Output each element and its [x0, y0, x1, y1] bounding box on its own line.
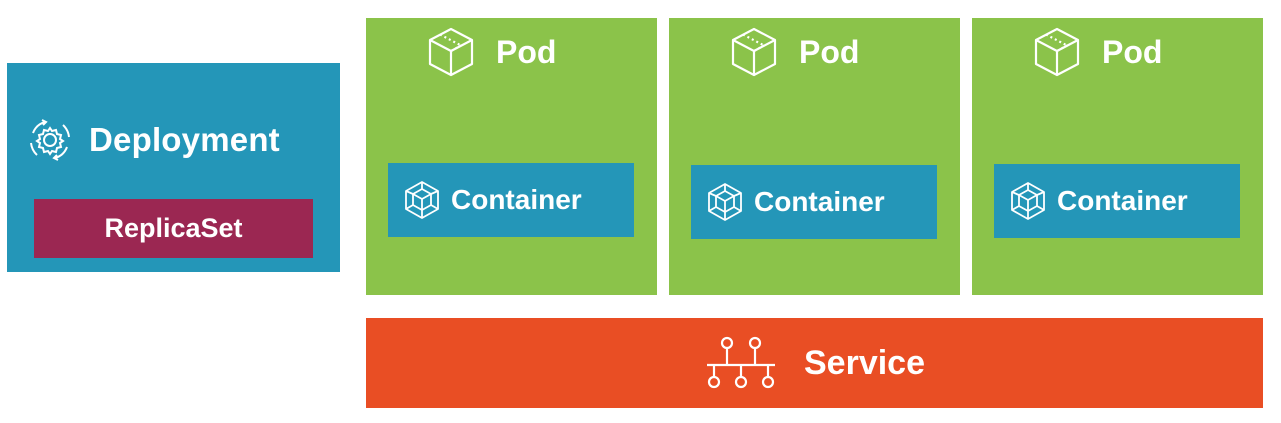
container-cube-icon [1009, 181, 1047, 221]
replicaset-label: ReplicaSet [104, 213, 243, 243]
container-label: Container [754, 186, 885, 217]
container-box: Container [994, 164, 1240, 238]
pod-label: Pod [799, 33, 860, 70]
container-box: Container [388, 163, 634, 237]
container-cube-icon [706, 182, 744, 222]
pod-header: Pod [1032, 26, 1162, 78]
cube-icon [729, 26, 779, 78]
container-label: Container [451, 184, 582, 215]
pod-box-2: Pod Container [669, 18, 960, 295]
deployment-gear-icon [25, 115, 75, 165]
deployment-label: Deployment [89, 121, 280, 158]
network-icon [704, 335, 778, 391]
pod-label: Pod [1102, 33, 1163, 70]
cube-icon [426, 26, 476, 78]
pod-header: Pod [729, 26, 859, 78]
pod-header: Pod [426, 26, 556, 78]
container-box: Container [691, 165, 937, 239]
replicaset-box: ReplicaSet [34, 199, 313, 258]
deployment-header: Deployment [25, 115, 280, 165]
deployment-box: Deployment ReplicaSet [7, 63, 340, 272]
service-label: Service [804, 343, 925, 382]
pod-label: Pod [496, 33, 557, 70]
pod-box-3: Pod Container [972, 18, 1263, 295]
cube-icon [1032, 26, 1082, 78]
container-cube-icon [403, 180, 441, 220]
pod-box-1: Pod Container [366, 18, 657, 295]
service-box: Service [366, 318, 1263, 408]
container-label: Container [1057, 185, 1188, 216]
